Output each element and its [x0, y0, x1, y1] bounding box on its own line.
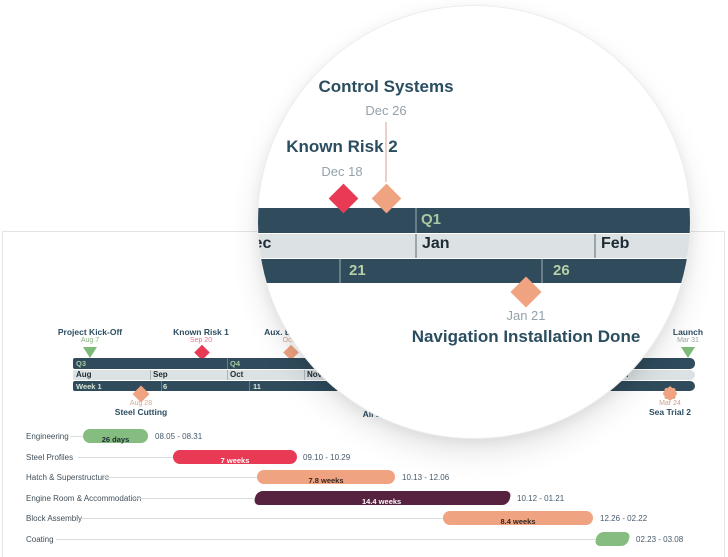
month-label: Nov: [307, 370, 323, 379]
milestone-sea-trial-2[interactable]: Mar 24 Sea Trial 2: [649, 400, 691, 417]
band-divider: [249, 381, 250, 391]
band-divider: [415, 234, 417, 258]
milestone-known-risk-1[interactable]: Known Risk 1 Sep 20: [173, 327, 229, 344]
milestone-marker-star[interactable]: [662, 385, 678, 402]
magnified-quarter-band: Q1: [258, 208, 690, 233]
leader-line: [70, 436, 83, 437]
task-dates: 08.05 - 08.31: [155, 432, 203, 441]
milestone-date: Mar 24: [659, 400, 681, 407]
task-duration: 8.4 weeks: [500, 517, 536, 526]
month-label: Dec: [258, 235, 272, 252]
task-duration: 7 weeks: [220, 456, 250, 465]
milestone-project-kickoff[interactable]: Project Kick-Off Aug 7: [58, 327, 122, 344]
month-label: Feb: [601, 235, 630, 252]
milestone-steel-cutting[interactable]: Aug 28 Steel Cutting: [115, 400, 167, 417]
week-label: 11: [253, 381, 261, 391]
magnified-milestone-title: Control Systems: [318, 77, 454, 96]
milestone-launch[interactable]: Launch Mar 31: [673, 327, 703, 344]
milestone-date: Mar 31: [677, 337, 699, 344]
band-divider: [227, 358, 228, 369]
task-bar-hatch-superstructure[interactable]: 7.8 weeks: [257, 470, 395, 485]
leader-line: [82, 518, 443, 519]
band-divider: [161, 381, 162, 391]
magnified-month-band: Dec Jan Feb: [258, 234, 690, 258]
task-bar-block-assembly[interactable]: 8.4 weeks: [443, 511, 593, 526]
task-label: Block Assembly: [26, 514, 83, 523]
task-duration: 14.4 weeks: [361, 497, 402, 506]
band-divider: [227, 370, 228, 380]
milestone-title: Launch: [672, 327, 704, 337]
task-label: Engine Room & Accommodation: [26, 494, 142, 503]
task-bar-steel-profiles[interactable]: 7 weeks: [173, 450, 297, 465]
week-label: Week 1: [76, 381, 102, 391]
task-dates: 02.23 - 03.08: [636, 535, 684, 544]
task-duration: 7.8 weeks: [308, 476, 344, 485]
leader-line: [56, 539, 596, 540]
milestone-marker-triangle[interactable]: [83, 347, 97, 358]
month-label: Sep: [153, 370, 168, 379]
magnifier-circle: Control Systems Dec 26 Known Risk 2 Dec …: [257, 5, 691, 439]
week-label: 6: [163, 381, 168, 391]
milestone-date: Oct 9: [282, 337, 300, 344]
month-label: Jan: [422, 235, 450, 252]
magnified-milestone-date: Dec 18: [321, 164, 363, 179]
week-label: 21: [349, 262, 366, 279]
milestone-title: Sea Trial 2: [648, 407, 692, 417]
magnified-milestone-date: Jan 21: [506, 308, 546, 323]
milestone-date: Aug 28: [129, 400, 153, 407]
milestone-title: Project Kick-Off: [57, 327, 123, 337]
magnified-week-band: 21 26: [258, 259, 690, 283]
milestone-marker-triangle[interactable]: [681, 347, 695, 358]
milestone-title: Steel Cutting: [114, 407, 168, 417]
leader-line: [104, 477, 257, 478]
task-label: Steel Profiles: [26, 453, 74, 462]
band-divider: [594, 234, 596, 258]
quarter-label: Q3: [76, 359, 87, 368]
milestone-title: Known Risk 1: [173, 327, 229, 337]
quarter-label: Q1: [421, 211, 442, 228]
week-label: 26: [553, 262, 570, 279]
milestone-date: Sep 20: [189, 337, 213, 344]
leader-line: [133, 498, 255, 499]
task-dates: 12.26 - 02.22: [600, 514, 648, 523]
leader-line: [78, 457, 173, 458]
task-bar-coating[interactable]: [594, 532, 631, 546]
band-divider: [150, 370, 151, 380]
magnified-milestone-date: Dec 26: [365, 103, 407, 118]
quarter-label: Q4: [230, 359, 241, 368]
band-divider: [415, 208, 417, 233]
band-divider: [304, 370, 305, 380]
task-label: Hatch & Superstructure: [26, 473, 110, 482]
task-duration: 26 days: [101, 435, 130, 444]
milestone-date: Aug 7: [80, 337, 100, 344]
task-dates: 10.12 - 01.21: [517, 494, 565, 503]
band-divider: [541, 259, 543, 283]
band-divider: [339, 259, 341, 283]
task-dates: 10.13 - 12.06: [402, 473, 450, 482]
task-bar-engine-room[interactable]: 14.4 weeks: [253, 491, 512, 506]
task-bar-engineering[interactable]: 26 days: [83, 429, 148, 444]
magnified-milestone-title: Known Risk 2: [286, 137, 398, 156]
month-label: Aug: [76, 370, 92, 379]
task-dates: 09.10 - 10.29: [303, 453, 351, 462]
month-label: Oct: [230, 370, 244, 379]
task-label: Coating: [26, 535, 54, 544]
magnified-milestone-title: Navigation Installation Done: [411, 327, 641, 346]
task-label: Engineering: [26, 432, 69, 441]
milestone-connector-line: [385, 122, 387, 182]
